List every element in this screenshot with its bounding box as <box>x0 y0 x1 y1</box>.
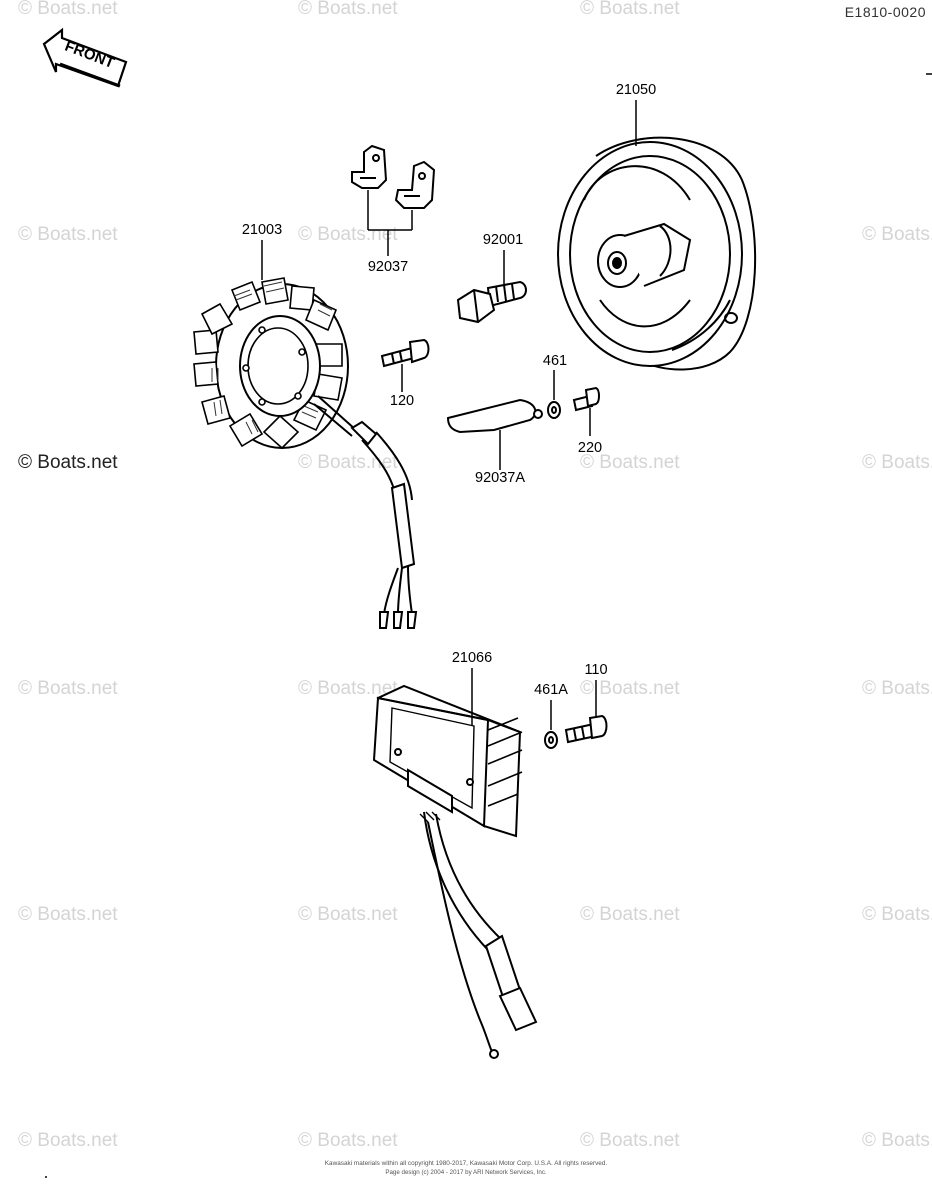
part-label-21003: 21003 <box>241 222 283 238</box>
stator-screw <box>380 338 430 368</box>
watermark: © Boats.net <box>580 452 680 473</box>
flywheel <box>557 136 757 371</box>
copyright-line-2: Page design (c) 2004 - 2017 by ARI Netwo… <box>385 1169 547 1176</box>
leader-line <box>367 190 413 256</box>
watermark: © Boats.net <box>298 904 398 925</box>
watermark: © Boats.net <box>18 904 118 925</box>
plate <box>446 398 543 434</box>
watermark: © Boats.net <box>580 678 680 699</box>
regulator-wire-harness <box>419 811 538 1059</box>
watermark: © Boats.net <box>18 0 118 19</box>
watermark: © Boats.net <box>18 678 118 699</box>
part-label-21066: 21066 <box>451 650 493 666</box>
regulator-rectifier <box>372 684 523 838</box>
watermark: © Boats.net <box>298 452 398 473</box>
washer-461a <box>544 731 558 749</box>
watermark: © Boats.net <box>862 904 932 925</box>
washer <box>547 401 561 419</box>
regulator-bolt <box>564 714 608 744</box>
watermark: © Boats.net <box>298 678 398 699</box>
part-label-21050: 21050 <box>615 82 657 98</box>
stator <box>193 277 349 450</box>
part-label-461a: 461A <box>534 682 568 698</box>
part-label-92037: 92037 <box>367 259 409 275</box>
bracket-pair <box>351 144 436 209</box>
figure-code: E1810-0020 <box>845 4 926 20</box>
watermark: © Boats.net <box>862 678 932 699</box>
watermark: © Boats.net <box>18 224 118 245</box>
part-label-92001: 92001 <box>482 232 524 248</box>
watermark: © Boats.net <box>18 1130 118 1151</box>
watermark: © Boats.net <box>580 904 680 925</box>
part-label-120: 120 <box>389 393 415 409</box>
part-label-220: 220 <box>577 440 603 456</box>
watermark: © Boats.net <box>298 1130 398 1151</box>
copyright-line-1: Kawasaki materials within all copyright … <box>324 1160 608 1167</box>
corner-mark <box>45 1176 47 1178</box>
watermark: © Boats.net <box>580 0 680 19</box>
part-label-92037a: 92037A <box>475 470 525 486</box>
watermark: © Boats.net <box>862 1130 932 1151</box>
flywheel-bolt <box>456 280 527 324</box>
front-arrow-icon: FRONT <box>42 27 128 88</box>
part-label-461: 461 <box>542 353 568 369</box>
small-bolt <box>572 386 600 412</box>
watermark: © Boats.net <box>298 0 398 19</box>
watermark: © Boats.net <box>18 452 118 473</box>
part-label-110: 110 <box>584 662 608 678</box>
watermark: © Boats.net <box>862 452 932 473</box>
figure-code-text: E1810-0020 <box>844 4 926 20</box>
watermark: © Boats.net <box>862 224 932 245</box>
watermark: © Boats.net <box>580 1130 680 1151</box>
stator-wire-harness <box>313 395 418 629</box>
